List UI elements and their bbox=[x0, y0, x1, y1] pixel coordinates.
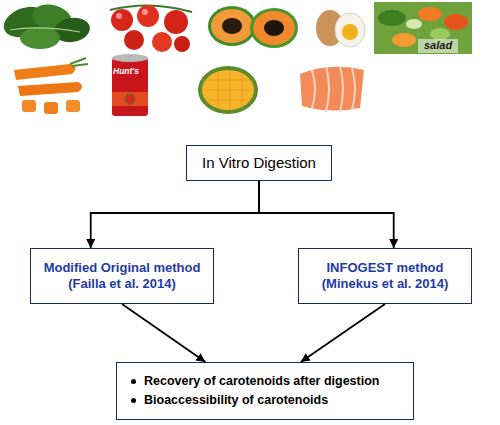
outcome-box: Recovery of carotenoids after digestionB… bbox=[116, 362, 414, 420]
mango-image-part bbox=[202, 70, 254, 110]
tomato-can-image bbox=[112, 54, 148, 116]
carrots-image-part bbox=[14, 64, 76, 80]
papaya-image-part bbox=[208, 6, 256, 46]
salad-image-part bbox=[374, 2, 472, 54]
salad-image-part bbox=[406, 19, 422, 29]
flow-arrow bbox=[122, 304, 205, 362]
bullet-text: Recovery of carotenoids after digestion bbox=[144, 374, 379, 389]
papaya-image-part bbox=[250, 8, 298, 48]
salmon-image-part bbox=[312, 66, 355, 112]
papaya-image-part bbox=[253, 11, 295, 45]
spinach-image-part bbox=[10, 28, 80, 32]
tomatoes-image-part bbox=[137, 5, 159, 27]
bullet-dot bbox=[131, 379, 136, 384]
carrots-image-part bbox=[66, 100, 80, 112]
tomato-can-image-part bbox=[112, 58, 148, 116]
box-text: Modified Original method (Failla et al. … bbox=[37, 260, 207, 291]
box-text: In Vitro Digestion bbox=[202, 154, 316, 172]
papaya-image-part bbox=[222, 18, 242, 34]
flow-arrow bbox=[301, 304, 385, 362]
salmon-image bbox=[300, 66, 364, 112]
egg-image-part bbox=[342, 24, 358, 40]
egg-image-part bbox=[335, 13, 365, 47]
carrots-image-part bbox=[70, 58, 88, 66]
salad-image-part bbox=[418, 7, 442, 21]
tomatoes-image-part bbox=[124, 30, 144, 50]
bullet-item: Bioaccessibility of carotenoids bbox=[131, 393, 328, 408]
papaya-image bbox=[208, 6, 298, 48]
egg-image bbox=[316, 10, 365, 47]
salad-image-part bbox=[378, 10, 406, 26]
mango-image bbox=[198, 66, 258, 114]
tomato-can-image-part bbox=[112, 54, 148, 62]
tomato-can-image-part bbox=[125, 94, 135, 104]
spinach-image-part bbox=[20, 27, 60, 49]
process-box: In Vitro Digestion bbox=[186, 145, 332, 181]
salad-image-part bbox=[418, 39, 458, 53]
spinach-image bbox=[0, 0, 92, 49]
tomato-can-image-part bbox=[112, 92, 148, 106]
tomatoes-image-part bbox=[152, 32, 172, 52]
tomatoes-image-part bbox=[116, 13, 122, 19]
carrots-image bbox=[14, 58, 88, 114]
image-label: salad bbox=[424, 39, 452, 51]
tomatoes-image bbox=[110, 5, 192, 52]
mango-image-part bbox=[204, 70, 252, 110]
carrots-image-part bbox=[18, 82, 82, 96]
mango-image-part bbox=[198, 66, 258, 114]
flow-arrow bbox=[91, 181, 259, 248]
tomatoes-image-part bbox=[111, 9, 133, 31]
salad-image bbox=[374, 2, 472, 54]
tomatoes-image-part bbox=[174, 36, 190, 52]
method-box: Modified Original method (Failla et al. … bbox=[30, 248, 214, 304]
flow-arrow bbox=[259, 181, 394, 248]
bullet-item: Recovery of carotenoids after digestion bbox=[131, 374, 379, 389]
bullet-dot bbox=[131, 398, 136, 403]
salad-image-part bbox=[392, 33, 416, 47]
papaya-image-part bbox=[211, 9, 253, 43]
papaya-image-part bbox=[264, 20, 284, 36]
tomatoes-image-part bbox=[164, 10, 188, 34]
box-text: INFOGEST method (Minekus et al. 2014) bbox=[305, 260, 465, 291]
salad-image-part bbox=[444, 14, 468, 30]
carrots-image-part bbox=[22, 100, 36, 112]
brand-label: Hunt's bbox=[113, 66, 139, 76]
carrots-image-part bbox=[44, 102, 58, 114]
method-box: INFOGEST method (Minekus et al. 2014) bbox=[298, 248, 472, 304]
bullet-text: Bioaccessibility of carotenoids bbox=[144, 393, 328, 408]
tomatoes-image-part bbox=[142, 9, 148, 15]
salad-image-part bbox=[430, 28, 450, 40]
